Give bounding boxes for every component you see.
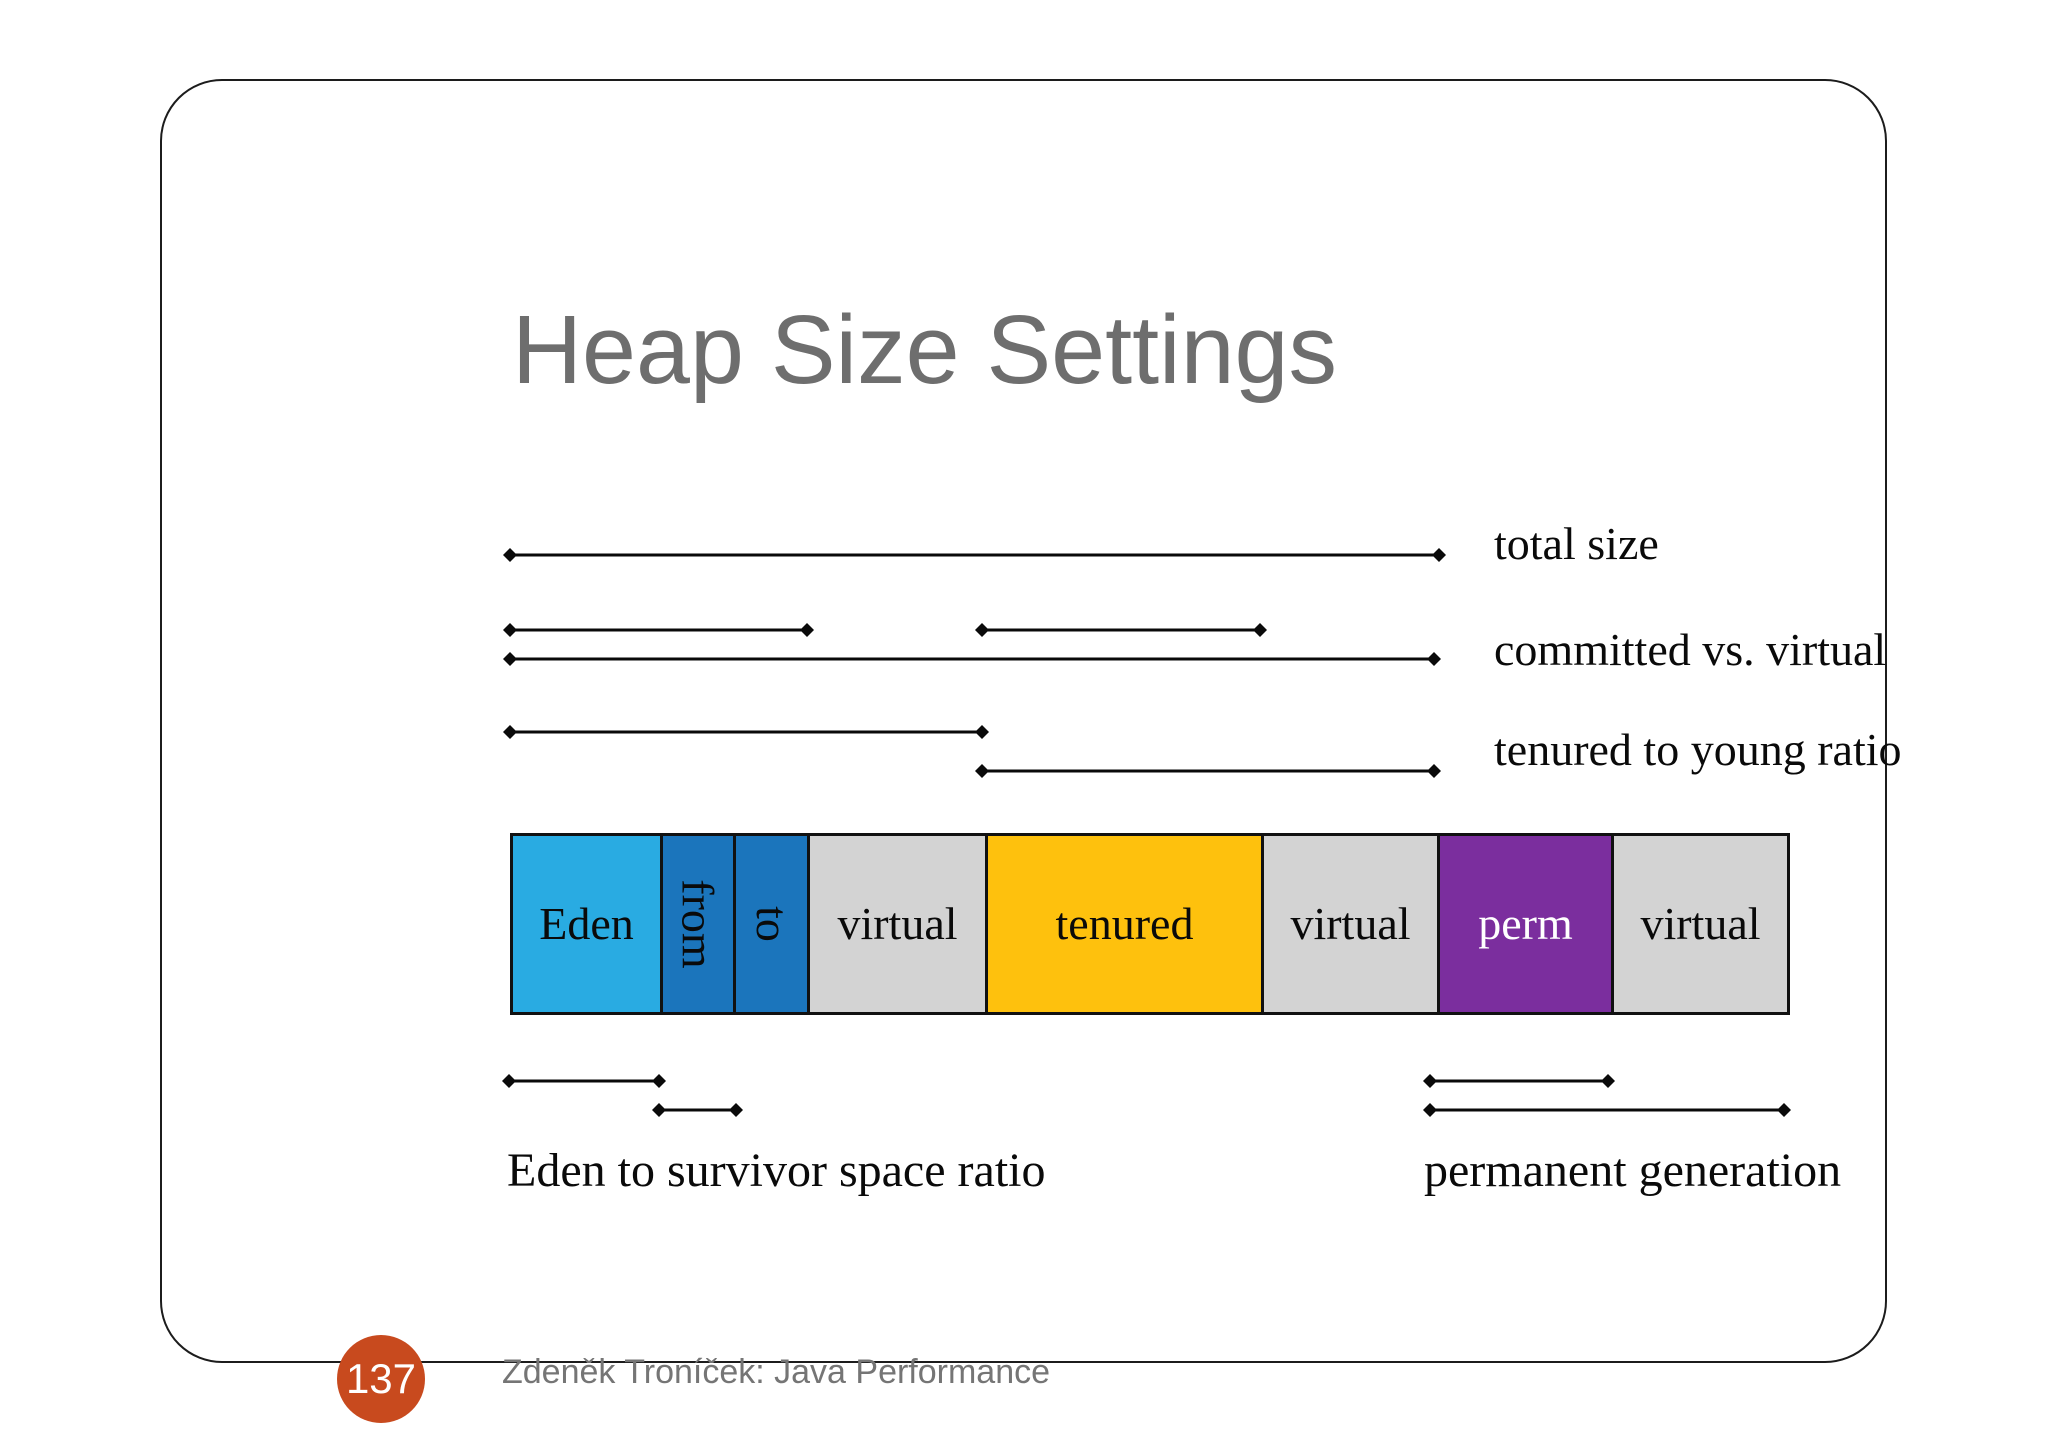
page-number: 137 [345, 1355, 417, 1402]
heap-segment-to: to [733, 836, 807, 1012]
heap-segment-label: from [673, 879, 725, 969]
heap-segment-label: virtual [1640, 898, 1761, 949]
label-committed-vs-virtual: committed vs. virtual [1494, 624, 1887, 675]
heap-segment-eden: Eden [513, 836, 660, 1012]
page-number-badge: 137 [337, 1335, 425, 1423]
label-tenured-to-young-ratio: tenured to young ratio [1494, 724, 1902, 775]
heap-segment-label: tenured [1055, 898, 1194, 949]
label-permanent-generation: permanent generation [1424, 1144, 1842, 1197]
footer-credit: Zdeněk Troníček: Java Performance [502, 1353, 1051, 1391]
heap-segment-label: virtual [837, 898, 958, 949]
heap-segment-perm: perm [1437, 836, 1611, 1012]
heap-segment-virtual: virtual [1611, 836, 1787, 1012]
heap-segment-virtual: virtual [1261, 836, 1437, 1012]
heap-segment-virtual: virtual [807, 836, 985, 1012]
label-eden-to-survivor-ratio: Eden to survivor space ratio [507, 1144, 1046, 1197]
heap-segment-label: virtual [1290, 898, 1411, 949]
slide-canvas: Heap Size Settings total size com [160, 79, 1902, 1423]
slide-title: Heap Size Settings [512, 295, 1337, 404]
heap-segment-tenured: tenured [985, 836, 1261, 1012]
heap-segment-label: perm [1478, 898, 1573, 949]
heap-segment-label: to [746, 906, 798, 942]
label-total-size: total size [1494, 518, 1659, 569]
heap-segment-from: from [660, 836, 733, 1012]
heap-segment-label: Eden [539, 898, 634, 949]
